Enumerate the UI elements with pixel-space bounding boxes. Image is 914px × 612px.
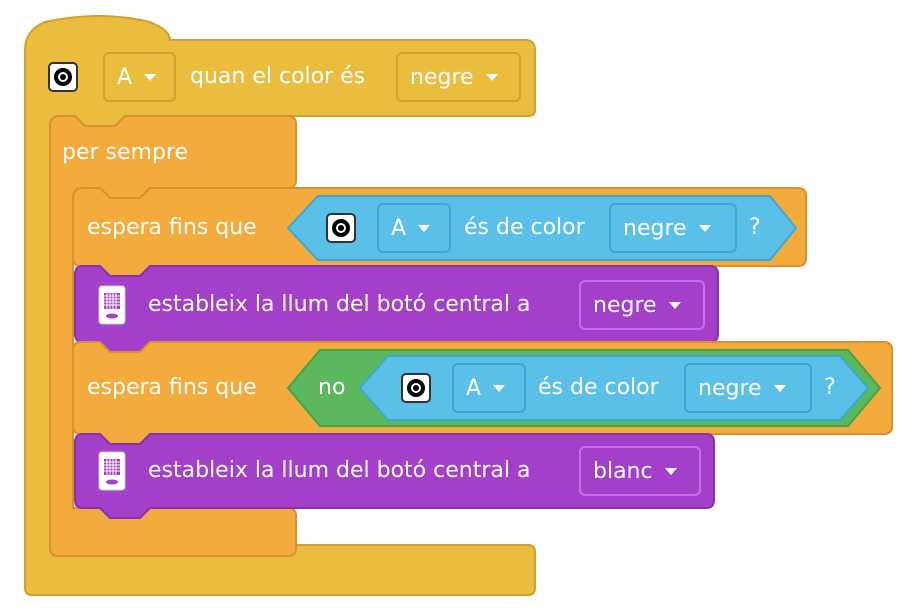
chevron-down-icon [664,467,677,475]
chevron-down-icon [144,73,157,81]
not-operator-label: no [318,375,346,400]
wait1-port-dropdown[interactable]: A [377,203,451,253]
wait2-color-dropdown[interactable]: negre [684,363,812,413]
color-sensor-icon [401,373,431,403]
hat-color-dropdown[interactable]: negre [396,52,521,102]
hub-icon [97,451,127,491]
hat-color-value: negre [410,64,474,90]
chevron-down-icon [773,384,786,392]
wait2-port-dropdown[interactable]: A [452,363,526,413]
chevron-down-icon [493,384,506,392]
set1-color-dropdown[interactable]: negre [579,280,705,330]
hat-port-dropdown[interactable]: A [103,52,176,102]
chevron-down-icon [485,73,498,81]
wait1-color-value: negre [623,215,687,241]
hub-icon [97,285,127,325]
wait2-color-value: negre [698,375,762,401]
chevron-down-icon [418,224,431,232]
color-sensor-icon [48,62,78,92]
wait2-text: és de color [538,375,659,400]
wait1-text: és de color [464,215,585,240]
set1-color-value: negre [593,292,657,318]
wait1-question-mark: ? [749,215,761,240]
wait1-port-value: A [391,215,407,241]
wait1-label: espera fins que [87,215,257,240]
set2-label: estableix la llum del botó central a [148,458,531,483]
color-sensor-icon [326,213,356,243]
chevron-down-icon [698,224,711,232]
wait1-color-dropdown[interactable]: negre [609,203,737,253]
chevron-down-icon [668,301,681,309]
wait2-port-value: A [466,375,482,401]
hat-block-text: quan el color és [190,64,366,89]
set2-color-value: blanc [593,458,653,484]
set1-label: estableix la llum del botó central a [148,292,531,317]
forever-label: per sempre [62,140,189,165]
wait2-label: espera fins que [87,375,257,400]
hat-port-value: A [117,64,133,90]
wait2-question-mark: ? [824,375,836,400]
set2-color-dropdown[interactable]: blanc [579,446,701,496]
